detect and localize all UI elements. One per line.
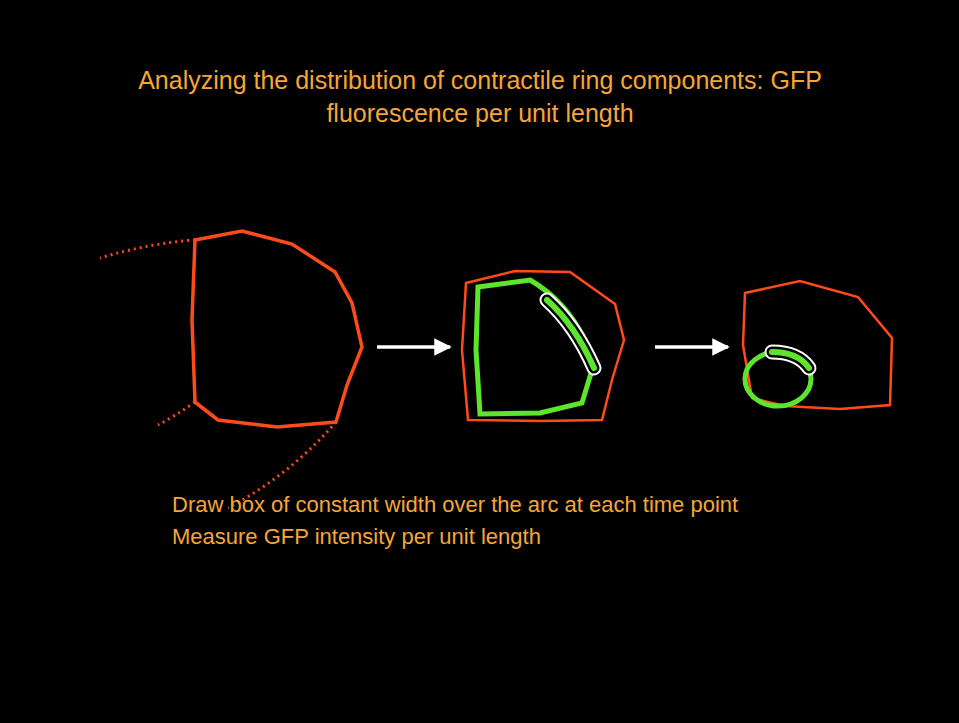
slide-title: Analyzing the distribution of contractil… (110, 64, 850, 130)
time-arrow (377, 345, 450, 349)
measure-box (772, 352, 809, 368)
measure-box (547, 300, 594, 368)
cell-outline (192, 231, 362, 427)
ring-arc (772, 352, 809, 368)
measure-box (547, 300, 594, 368)
contractile-ring (476, 280, 592, 414)
cell-outline (462, 271, 624, 421)
ring-arc (547, 300, 594, 368)
dotted-outline (158, 402, 195, 425)
instruction-text: Draw box of constant width over the arc … (172, 490, 738, 520)
dotted-outline (100, 240, 195, 258)
contractile-ring (745, 352, 811, 406)
instruction-text: Measure GFP intensity per unit length (172, 522, 541, 552)
time-arrow (655, 345, 728, 349)
cell-outline (743, 281, 892, 409)
measure-box (772, 352, 809, 368)
